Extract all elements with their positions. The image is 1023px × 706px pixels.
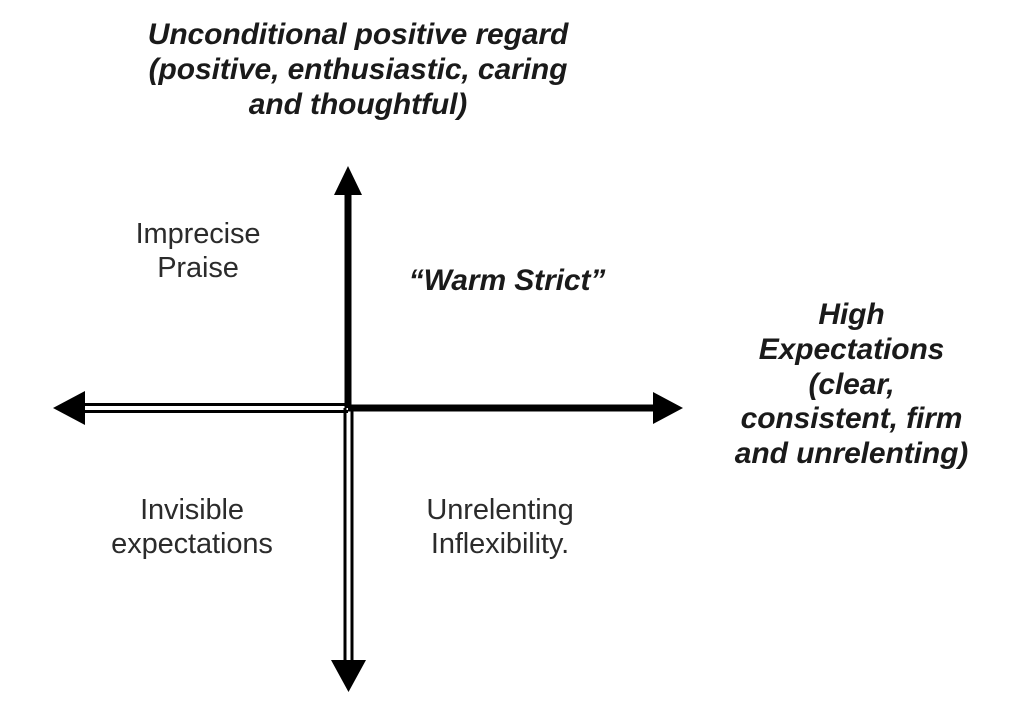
quadrant-label-bottom-right: Unrelenting Inflexibility. bbox=[426, 494, 574, 560]
quadrant-label-bottom-left: Invisible expectations bbox=[111, 494, 273, 560]
quadrant-label-top-left: Imprecise Praise bbox=[135, 218, 261, 284]
arrow-left-icon bbox=[53, 391, 85, 425]
arrow-up-icon bbox=[334, 166, 362, 195]
arrow-down-icon bbox=[331, 660, 366, 692]
arrow-right-icon bbox=[653, 392, 683, 424]
quadrant-label-top-right: “Warm Strict” bbox=[408, 264, 606, 297]
horizontal-axis-right-label: High Expectations (clear, consistent, fi… bbox=[734, 298, 969, 471]
vertical-axis-top-label: Unconditional positive regard (positive,… bbox=[147, 18, 569, 121]
